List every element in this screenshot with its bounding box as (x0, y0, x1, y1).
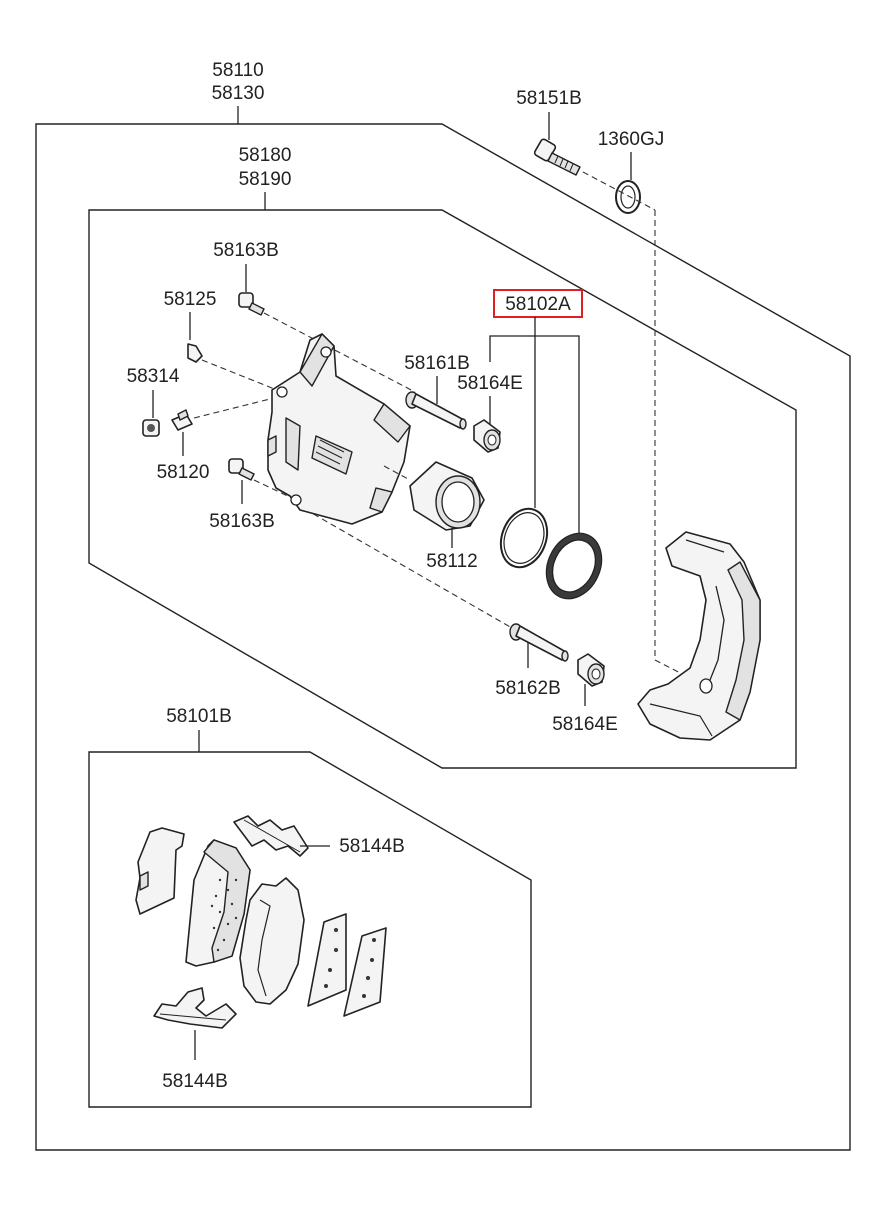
label-bleeder-screw[interactable]: 58120 (157, 462, 210, 483)
shim-plate-right-part (343, 927, 387, 1017)
seal-kit-highlight-box (493, 289, 583, 318)
caliper-assembly-boundary (35, 123, 851, 1151)
guide-pin-lower-part (509, 623, 569, 662)
label-piston[interactable]: 58112 (426, 551, 477, 572)
piston-seal-part (499, 507, 549, 569)
guide-pin-upper-part (405, 391, 467, 430)
label-boot-upper[interactable]: 58164E (457, 373, 523, 394)
anti-squeal-shim-part (135, 827, 185, 915)
label-bleeder-bolt[interactable]: 58314 (127, 366, 180, 387)
shim-top-part (233, 815, 309, 857)
label-shim-top[interactable]: 58144B (339, 836, 405, 857)
brake-pad-inner-part (239, 877, 305, 1005)
dust-boot-part (545, 532, 603, 600)
caliper-body-boundary (88, 209, 797, 769)
bleeder-bolt-part (142, 419, 160, 437)
bolt-upper-part (238, 292, 265, 316)
boot-upper-part (473, 419, 501, 453)
caliper-bracket-part (637, 531, 761, 741)
label-shim-bottom[interactable]: 58144B (162, 1071, 228, 1092)
label-guide-pin-lower[interactable]: 58162B (495, 678, 561, 699)
dash-bolt-washer (582, 171, 656, 211)
label-seal-kit[interactable]: 58102A (505, 294, 571, 315)
label-boot-lower[interactable]: 58164E (552, 714, 618, 735)
bolt-lower-part (228, 458, 255, 481)
washer-part (615, 180, 641, 214)
label-caliper-body-1[interactable]: 58180 (239, 145, 292, 166)
label-caliper-body-2[interactable]: 58190 (239, 169, 292, 190)
leader-seal-kit-2 (489, 335, 580, 534)
label-pad-kit[interactable]: 58101B (166, 706, 232, 727)
label-bolt-top[interactable]: 58151B (516, 88, 582, 109)
boot-lower-part (577, 653, 605, 687)
caliper-body-part (267, 333, 411, 525)
brake-pad-outer-part (185, 839, 251, 967)
bolt-top-part (533, 138, 581, 176)
label-washer[interactable]: 1360GJ (598, 129, 665, 150)
label-guide-pin-upper[interactable]: 58161B (404, 353, 470, 374)
label-caliper-assy-1[interactable]: 58110 (212, 60, 263, 81)
bleeder-cap-part (187, 343, 203, 363)
label-caliper-assy-2[interactable]: 58130 (212, 83, 265, 104)
label-bolt-lower[interactable]: 58163B (209, 511, 275, 532)
bleeder-screw-part (171, 409, 193, 431)
pad-kit-boundary (88, 751, 532, 1108)
piston-part (409, 461, 485, 531)
label-bleeder-cap[interactable]: 58125 (164, 289, 217, 310)
label-bolt-upper[interactable]: 58163B (213, 240, 279, 261)
shim-bottom-part (153, 987, 237, 1029)
shim-plate-left-part (307, 913, 347, 1007)
